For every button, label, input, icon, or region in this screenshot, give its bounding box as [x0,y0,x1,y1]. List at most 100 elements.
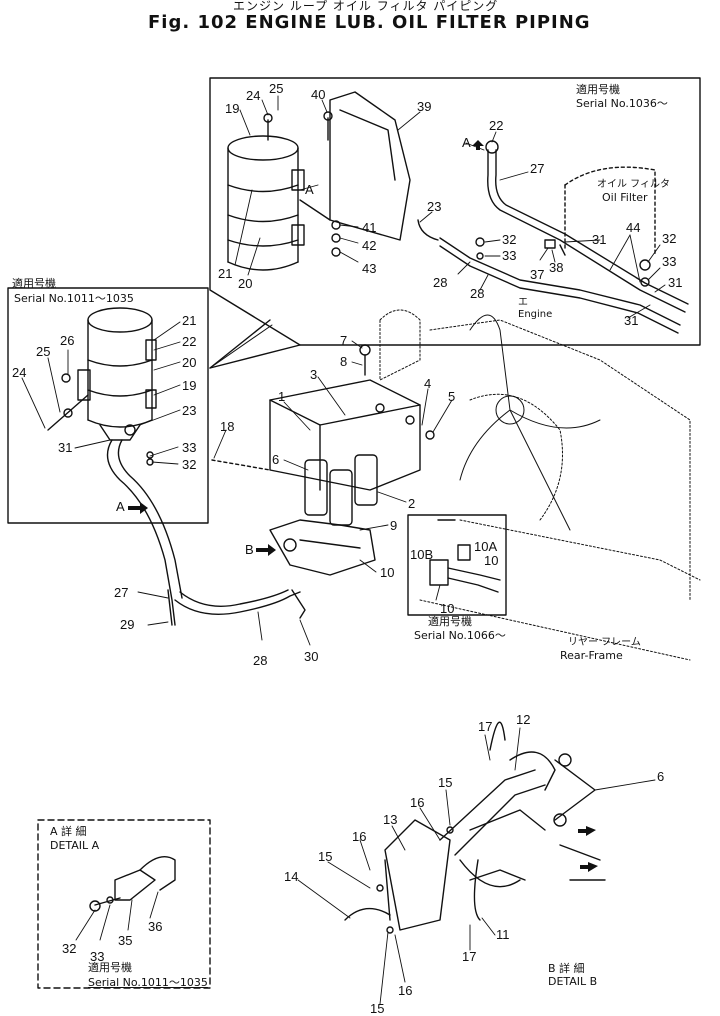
part-number: 19 [182,378,197,393]
arrow-label-a2: A [462,135,471,150]
arrow-label-b: B [245,542,254,557]
part-number: 22 [489,118,504,133]
detail-b-drawing [344,721,606,934]
part-number: 6 [272,452,280,467]
detail-a-label: DETAIL A [50,839,100,852]
part-number: 17 [478,719,493,734]
part-number: 3 [310,367,318,382]
part-number: 31 [668,275,683,290]
part-number: 33 [502,248,517,263]
part-number: 28 [433,275,448,290]
part-number: 23 [182,403,197,418]
detail-a-frame [37,819,211,989]
leaders-detail-b [297,727,656,1005]
inset-left-jp-label: 適用号機 [12,277,56,290]
part-number: 32 [182,457,197,472]
detail-a-jp: A 詳 細 [50,825,87,838]
part-number: 13 [383,812,398,827]
inset-left-serial: Serial No.1011～1035 [14,292,134,305]
arrow-label-a3: A [305,182,314,197]
part-number: 7 [340,333,348,348]
part-number: 18 [220,419,235,434]
engine-jp: エ [518,297,528,308]
detail-a-drawing [89,856,176,912]
arrow-label-a1: A [116,499,125,514]
part-number: 10 [440,601,455,616]
part-number: 1 [278,389,286,404]
part-number: 27 [114,585,129,600]
fitting-10-detail [429,519,501,593]
bracket-39 [299,91,411,241]
part-number: 30 [304,649,319,664]
part-number: 21 [182,313,197,328]
filters-2 [304,454,378,526]
part-number: 36 [148,919,163,934]
detail-a-serial: Serial No.1011～1035 [88,976,208,989]
part-number: 20 [182,355,197,370]
part-number: 32 [662,231,677,246]
part-number: 15 [370,1001,385,1016]
arrows [128,140,598,872]
part-number: 12 [516,712,531,727]
part-number: 2 [408,496,416,511]
part-number: 21 [218,266,233,281]
fitting-9-10 [269,519,376,576]
part-number: 9 [390,518,398,533]
part-number: 24 [246,88,261,103]
part-number: 41 [362,220,377,235]
oil-filter-jp: オイル フィルタ [597,179,670,190]
inset-frame-center [407,514,507,616]
part-number: 14 [284,869,299,884]
oil-filter-label: Oil Filter [602,191,648,204]
inset-frame-left [7,287,209,524]
part-number: 10 [484,553,499,568]
part-number: 15 [318,849,333,864]
part-number: 33 [182,440,197,455]
part-number: 16 [398,983,413,998]
page-title: Fig. 102 ENGINE LUB. OIL FILTER PIPING [148,12,591,33]
part-number: 38 [549,260,564,275]
part-number: 42 [362,238,377,253]
part-number: 31 [624,313,639,328]
part-number: 10 [380,565,395,580]
inset-tr-jp-label: 適用号機 [576,83,620,96]
part-number: 5 [448,389,456,404]
part-number: 10A [474,539,498,554]
part-number: 25 [36,344,51,359]
detail-a-jp-label: 適用号機 [88,961,132,974]
filter-canister-left [77,307,157,441]
part-number: 31 [58,440,73,455]
part-number: 16 [352,829,367,844]
engine-ghost [379,309,701,661]
part-number: 32 [502,232,517,247]
filter-head-3 [269,379,435,491]
part-number: 8 [340,354,348,369]
part-number: 11 [496,927,510,942]
part-number: 35 [118,933,133,948]
part-number: 28 [470,286,485,301]
inset-center-jp-label: 適用号機 [428,615,472,628]
leaders-left [21,321,311,646]
part-number: 16 [410,795,425,810]
leaders-center [213,340,453,573]
part-number: 4 [424,376,432,391]
part-number: 39 [417,99,432,114]
part-number: 10B [410,547,434,562]
hose-28 [417,219,681,334]
part-number: 29 [120,617,135,632]
part-number: 37 [530,267,545,282]
part-number: 15 [438,775,453,790]
part-number: 26 [60,333,75,348]
part-number: 28 [253,653,268,668]
hoses-left [106,439,306,626]
part-number: 22 [182,334,197,349]
rear-frame-label: Rear-Frame [560,649,623,662]
pipe-27 [485,140,689,313]
part-number: 33 [662,254,677,269]
part-number: 24 [12,365,27,380]
inset-tr-serial: Serial No.1036～ [576,97,668,110]
rear-frame-jp: リヤー フレーム [568,637,641,648]
part-number: 43 [362,261,377,276]
